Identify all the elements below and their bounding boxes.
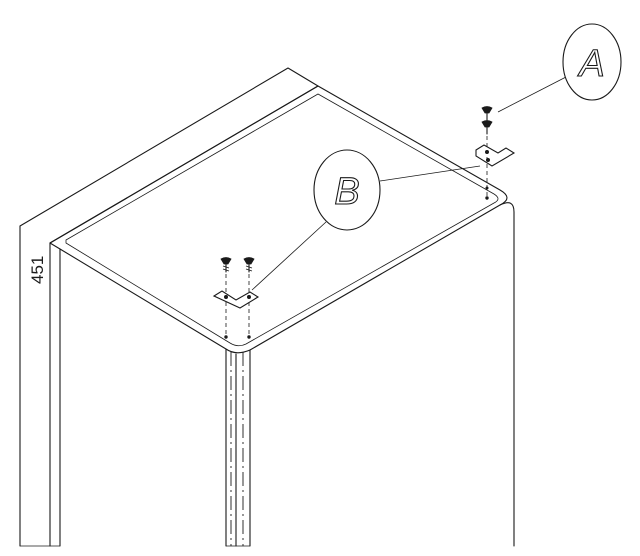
pilot-hole [485,196,489,200]
dimension-label: 451 [28,256,47,284]
pilot-hole [247,335,251,339]
bracket-left-assembly [212,257,260,339]
left-panel-front-edge [49,242,61,547]
callout-b-leader-right [379,165,481,182]
pilot-hole [485,186,489,190]
right-side-panel [499,202,515,547]
screw-icon [243,257,255,273]
top-panel-bevel [65,93,499,347]
callout-b: B [251,149,481,291]
callout-a: A [497,23,622,113]
screw-icon [481,106,493,121]
callout-b-letter: B [334,171,359,213]
callout-b-leader-left [251,221,327,291]
bracket-right-assembly [475,106,516,200]
cabinet-body [19,67,515,547]
top-panel-outline [49,85,508,354]
screw-icon [220,257,232,273]
callout-a-leader [497,76,567,113]
callout-b-bubble [313,149,381,231]
bracket-left [212,290,260,309]
screw-icon [481,120,493,135]
bracket-right [475,144,516,167]
pilot-hole [224,335,228,339]
callout-a-letter: A [577,43,604,85]
left-side-panel [19,67,319,547]
callout-a-bubble [562,23,622,101]
